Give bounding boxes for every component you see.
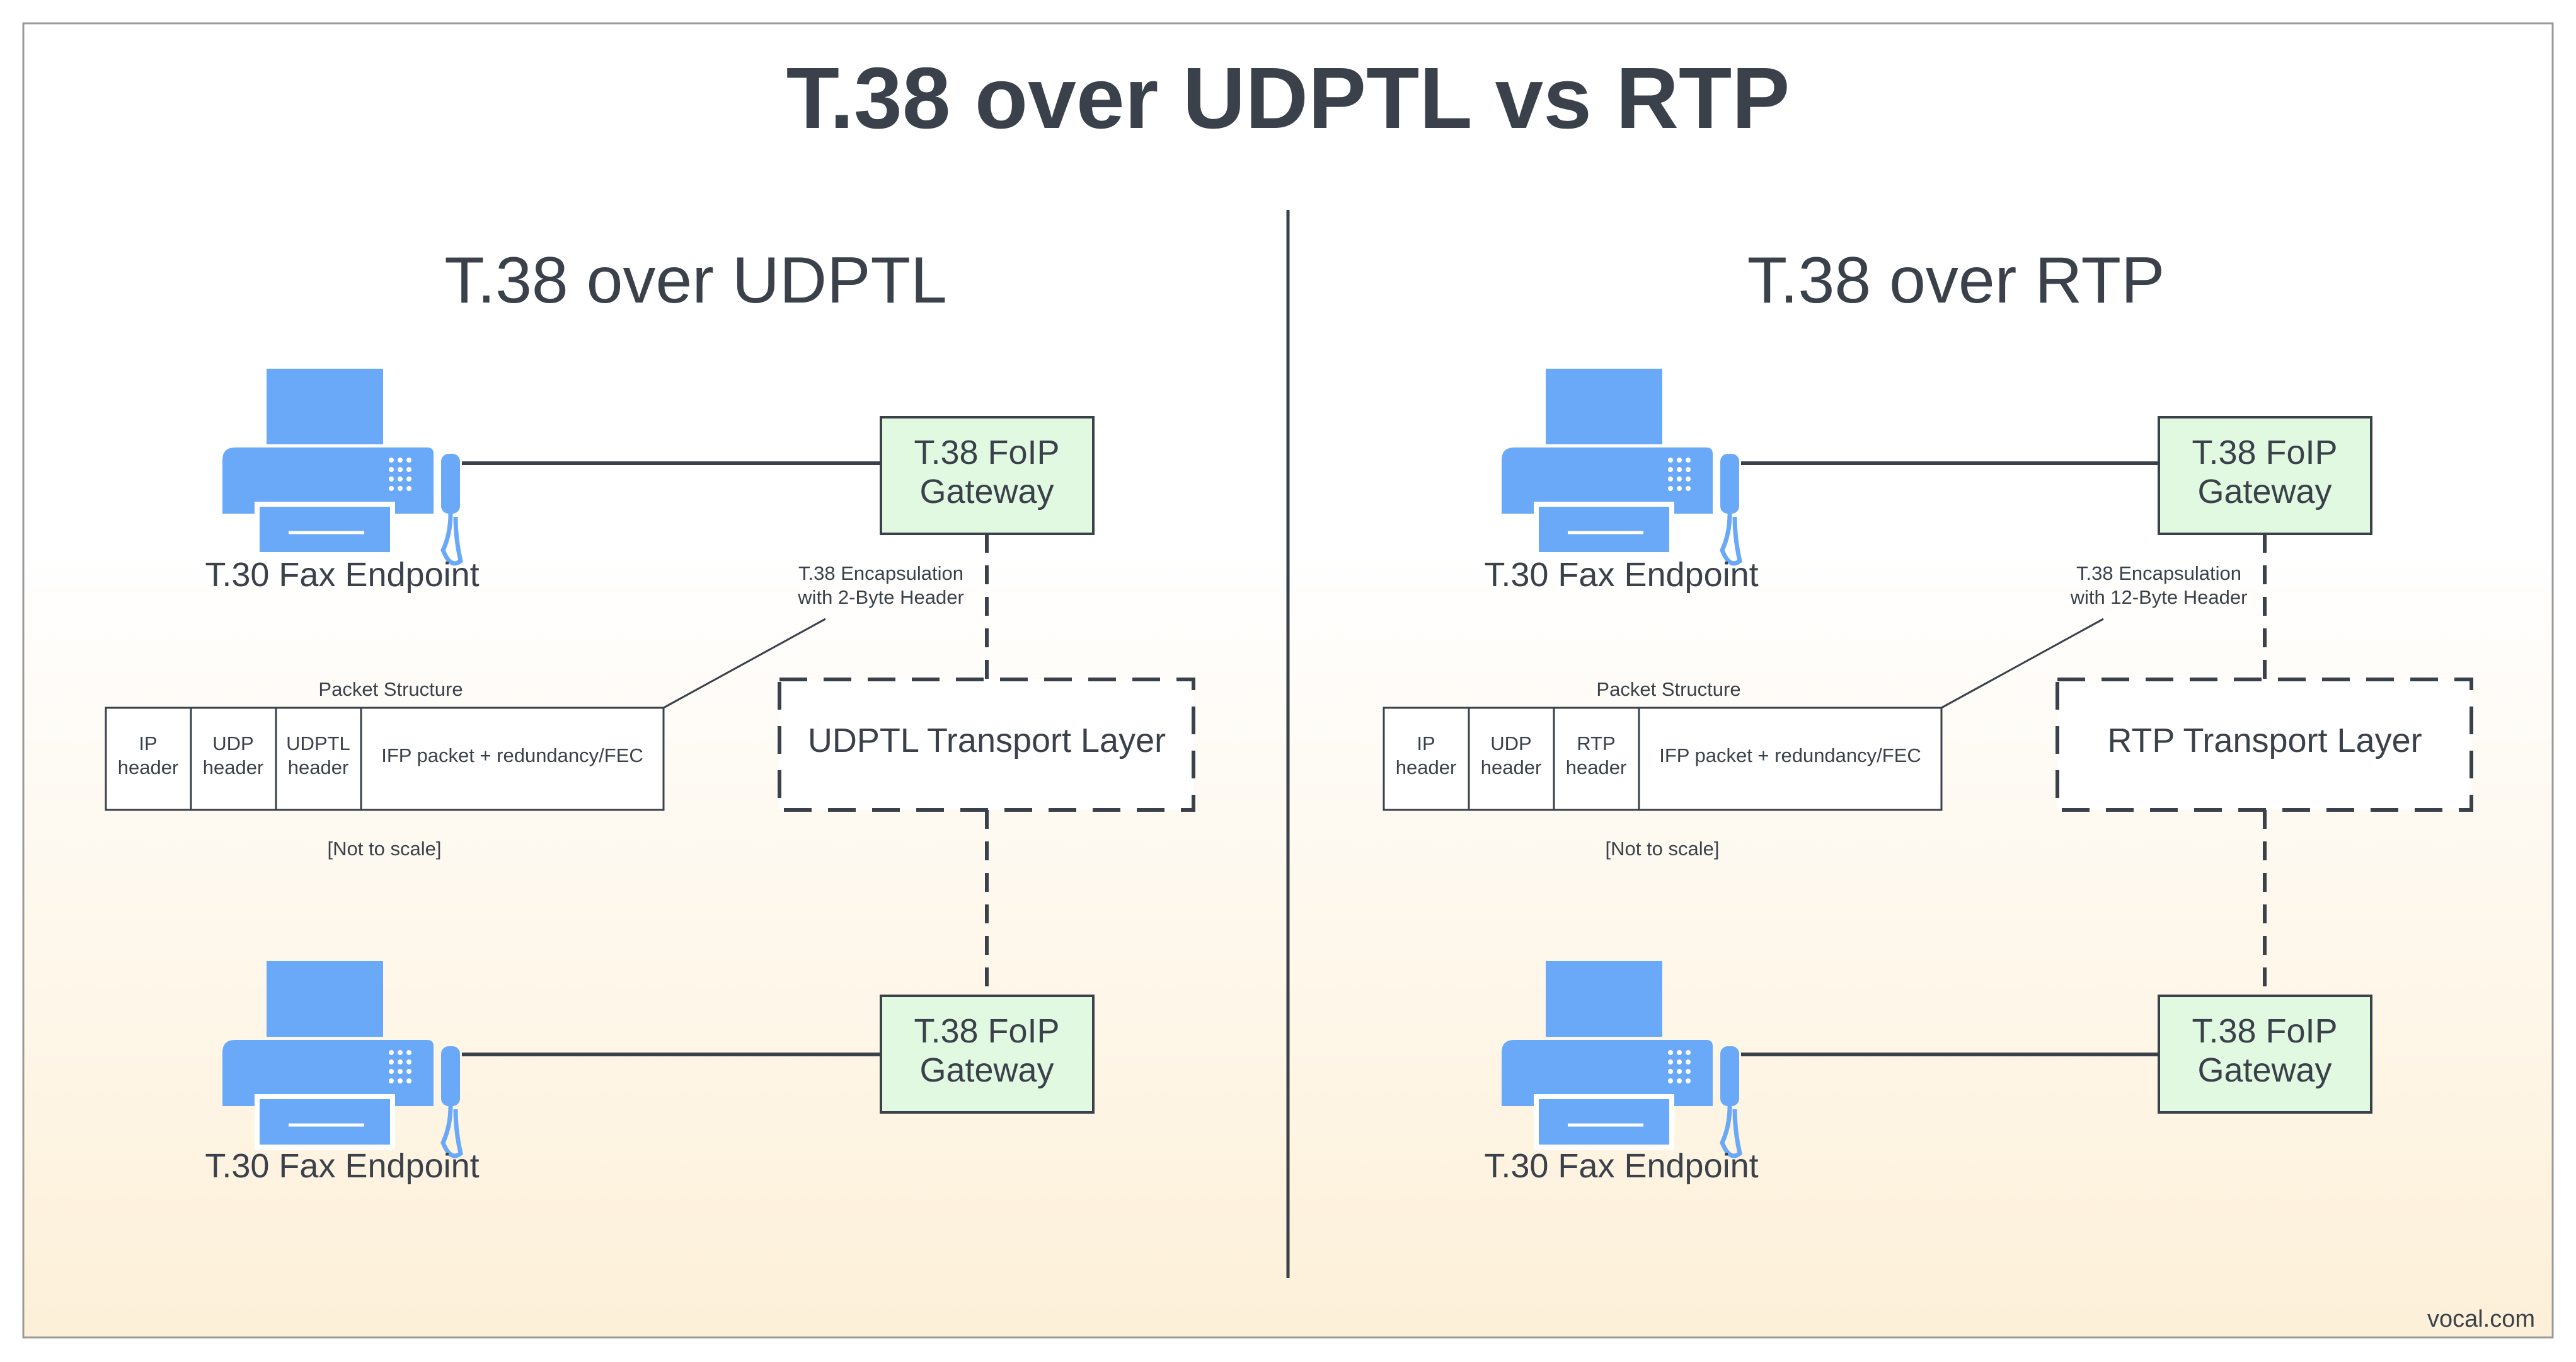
gateway-label-line2: Gateway <box>919 1051 1054 1089</box>
endpoint-label: T.30 Fax Endpoint <box>1484 556 1758 594</box>
packet-cell <box>275 707 362 811</box>
encapsulation-note-line1: T.38 Encapsulation <box>798 562 963 584</box>
packet-cell <box>360 707 665 811</box>
section-heading-rtp: T.38 over RTP <box>1747 244 2165 317</box>
packet-cell-text: header <box>203 756 264 778</box>
gateway-box <box>880 995 1095 1114</box>
packet-structure: IP header UDP header RTP header IFP pack… <box>1383 707 1943 811</box>
packet-structure-title: Packet Structure <box>1596 678 1740 700</box>
panel-rtp: T.38 over RTP T.30 Fax Endpoint T.38 FoI… <box>1383 244 2473 1185</box>
endpoint-label: T.30 Fax Endpoint <box>1484 1147 1758 1185</box>
gateway-label-line2: Gateway <box>919 473 1054 511</box>
packet-cell-text: IP <box>1417 732 1435 754</box>
packet-cell-text: header <box>1396 756 1457 778</box>
gateway-box <box>2158 995 2372 1114</box>
gateway-label-line2: Gateway <box>2197 473 2332 511</box>
gateway-box <box>2158 416 2372 535</box>
packet-cell-text: IFP packet + redundancy/FEC <box>381 744 643 766</box>
gateway-label-line2: Gateway <box>2197 1051 2332 1089</box>
packet-cell-text: header <box>118 756 179 778</box>
packet-cell <box>105 707 192 811</box>
packet-cell-text: UDP <box>1490 732 1531 754</box>
transport-layer-label: RTP Transport Layer <box>2107 722 2422 759</box>
scale-note: [Not to scale] <box>1606 838 1720 860</box>
encapsulation-note-line2: with 2-Byte Header <box>797 586 964 608</box>
endpoint-label: T.30 Fax Endpoint <box>205 556 479 594</box>
packet-cell <box>1638 707 1943 811</box>
gateway-label-line1: T.38 FoIP <box>2192 434 2337 471</box>
transport-layer-box <box>2056 678 2473 812</box>
leader-line <box>663 618 826 709</box>
page-title: T.38 over UDPTL vs RTP <box>786 50 1790 147</box>
packet-cell-text: header <box>288 756 349 778</box>
packet-cell-text: header <box>1481 756 1542 778</box>
packet-structure-title: Packet Structure <box>318 678 463 700</box>
encapsulation-note-line2: with 12-Byte Header <box>2070 586 2248 608</box>
packet-cell-text: UDPTL <box>286 732 350 754</box>
packet-cell <box>1553 707 1640 811</box>
packet-structure: IP header UDP header UDPTL header IFP pa… <box>105 707 665 811</box>
transport-layer-box <box>778 678 1195 812</box>
gateway-label-line1: T.38 FoIP <box>2192 1012 2337 1050</box>
packet-cell-text: header <box>1566 756 1627 778</box>
packet-cell <box>1468 707 1555 811</box>
packet-cell-text: RTP <box>1577 732 1615 754</box>
endpoint-label: T.30 Fax Endpoint <box>205 1147 479 1185</box>
scale-note: [Not to scale] <box>328 838 442 860</box>
packet-cell <box>1383 707 1470 811</box>
panel-udptl: T.38 over UDPTL T.30 Fax Endpoint T.38 F… <box>105 244 1195 1185</box>
leader-line <box>1941 618 2104 709</box>
encapsulation-note-line1: T.38 Encapsulation <box>2076 562 2241 584</box>
packet-cell-text: IFP packet + redundancy/FEC <box>1659 744 1921 766</box>
packet-cell-text: IP <box>139 732 157 754</box>
gateway-label-line1: T.38 FoIP <box>914 434 1059 471</box>
section-heading-udptl: T.38 over UDPTL <box>444 244 947 317</box>
packet-cell-text: UDP <box>212 732 253 754</box>
gateway-label-line1: T.38 FoIP <box>914 1012 1059 1050</box>
brand-footer: vocal.com <box>2427 1306 2535 1332</box>
transport-layer-label: UDPTL Transport Layer <box>808 722 1166 759</box>
